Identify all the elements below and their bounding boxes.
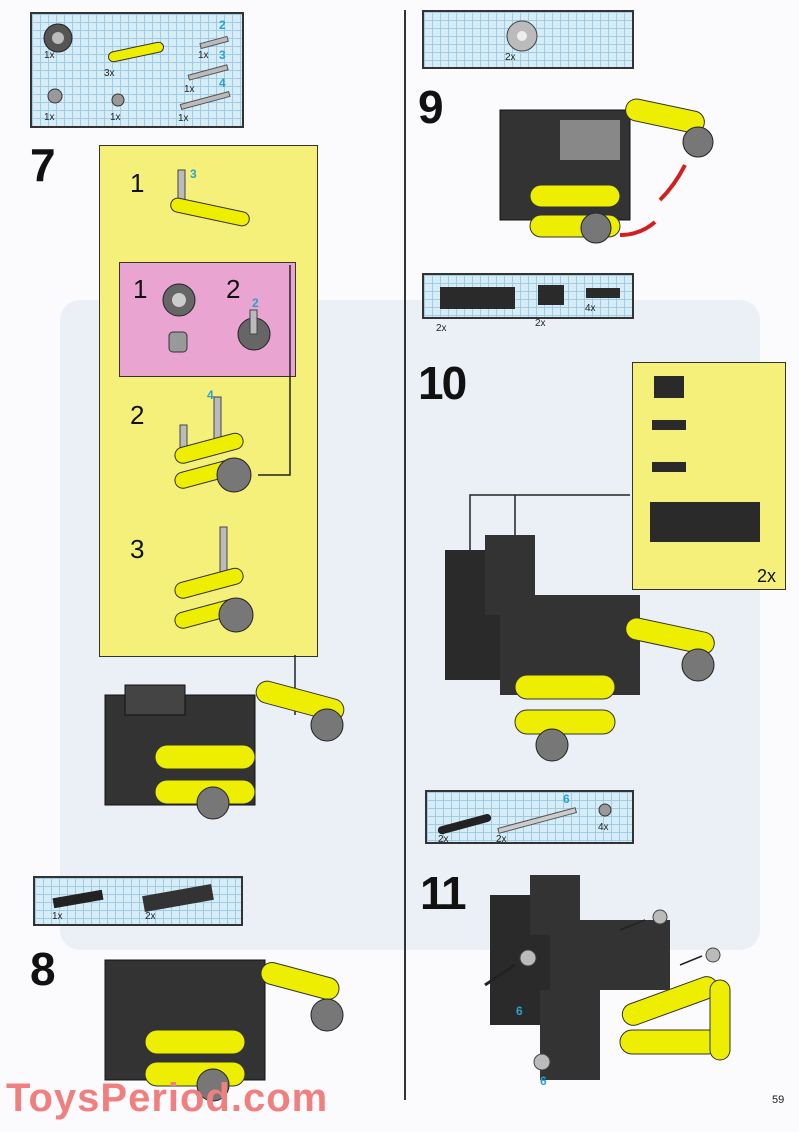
brick6-qty: 2x (436, 323, 447, 334)
axle3-qty: 1x (184, 84, 195, 95)
step9-parts-box (422, 10, 634, 69)
connector-qty: 1x (44, 112, 55, 123)
axle-qty: 2x (496, 834, 507, 845)
step9-model (499, 98, 714, 244)
brick-1x6-icon (440, 287, 515, 309)
step10-parts-icons (440, 285, 620, 309)
column-divider (404, 10, 406, 1100)
axle-label-4: 4 (207, 388, 214, 402)
connector-icon (168, 331, 188, 353)
substep-1: 1 (130, 168, 145, 198)
substep-2: 2 (130, 400, 145, 430)
callout-6-left: 6 (516, 1004, 523, 1018)
bush-qty: 4x (598, 822, 609, 833)
step8-parts-icons (52, 884, 214, 912)
step7-main-model (104, 655, 345, 820)
bush-qty: 1x (110, 112, 121, 123)
step7-parts-icons (43, 23, 231, 110)
axle-label-3: 3 (190, 167, 197, 181)
axle2-qty: 1x (198, 50, 209, 61)
bush-icon (598, 803, 612, 817)
watermark: ToysPeriod.com (6, 1076, 329, 1120)
step9-parts-icons (506, 20, 538, 52)
substep3-model (174, 526, 254, 633)
axle-2-icon (199, 35, 229, 50)
plate-1x2-icon (586, 288, 620, 298)
brick2-qty: 2x (535, 318, 546, 329)
step-number-9: 9 (418, 81, 444, 133)
step11-parts-icons (437, 803, 612, 835)
liftarm-icon (108, 41, 164, 63)
axle4-qty: 1x (178, 113, 189, 124)
step-number-11: 11 (420, 867, 467, 919)
step-number-8: 8 (30, 943, 56, 995)
brick-1x2-icon (538, 285, 564, 305)
plate-1x4-icon (52, 889, 104, 909)
plate6-qty: 2x (145, 911, 156, 922)
step10-sub-model (650, 376, 760, 542)
pink-panel-parts (162, 283, 271, 353)
beam-icon (437, 814, 492, 835)
liftarm-qty: 3x (104, 68, 115, 79)
page-number: 59 (772, 1094, 785, 1106)
axle-3-icon (187, 64, 229, 81)
step-number-7: 7 (30, 139, 56, 191)
pink-axle-label-2: 2 (252, 296, 259, 310)
bush-icon (111, 93, 125, 107)
beam-qty: 2x (438, 834, 449, 845)
pink-substep-1: 1 (133, 274, 148, 304)
rotate-arrow-icon (658, 164, 687, 202)
step11-parts-box (425, 790, 634, 844)
axle-6-icon (497, 807, 578, 834)
step7-subassembly-panel (99, 145, 318, 657)
plate4-qty: 1x (52, 911, 63, 922)
axle4-length: 4 (219, 76, 226, 90)
axle3-length: 3 (219, 48, 226, 62)
axle-4-icon (179, 90, 231, 110)
connector-icon (47, 88, 63, 104)
pink-substep-2: 2 (226, 274, 241, 304)
substep-3: 3 (130, 534, 145, 564)
callout-6-bottom: 6 (540, 1074, 547, 1088)
substep2-model (174, 265, 291, 493)
gear-qty: 2x (505, 52, 516, 63)
step10-model (445, 494, 715, 762)
step10-subassembly-panel (632, 362, 786, 590)
axle2-length: 2 (219, 18, 226, 32)
step7-gear-subpanel (119, 262, 296, 377)
plate-2x6-icon (142, 884, 214, 912)
plate2-qty: 4x (585, 303, 596, 314)
axle-length-6: 6 (563, 792, 570, 806)
gear-qty: 1x (44, 50, 55, 61)
step8-model (104, 959, 344, 1102)
step11-model (484, 875, 731, 1080)
substep1-model (170, 169, 250, 227)
sub-multiplier: 2x (757, 566, 777, 586)
step-number-10: 10 (418, 357, 467, 409)
